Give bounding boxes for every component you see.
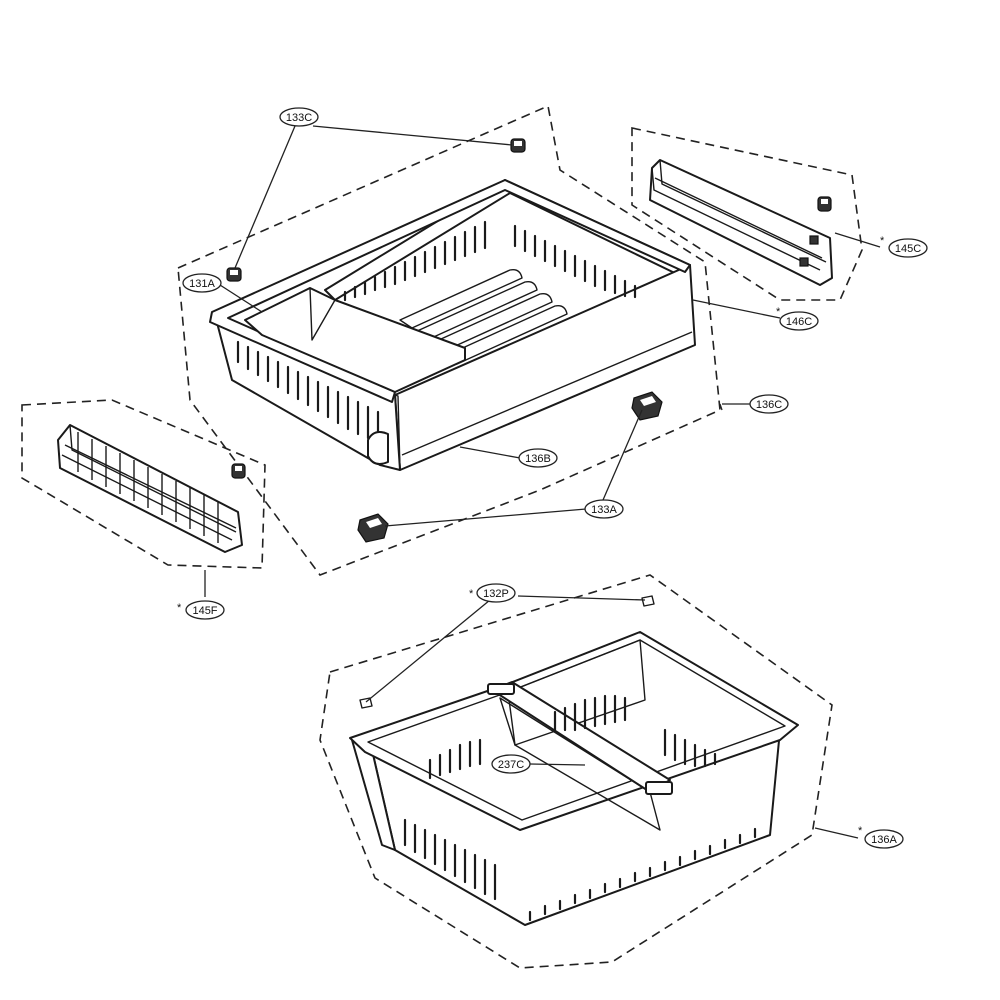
label-tag-132p-left	[359, 697, 373, 709]
clip-145f	[231, 463, 246, 479]
callout-133a: 133A	[584, 499, 624, 519]
star-marker: *	[177, 602, 182, 614]
cover-145f	[57, 424, 243, 553]
group-outline-lower-basket	[319, 574, 833, 969]
callout-label: 133C	[286, 112, 312, 124]
callout-237c: 237C	[491, 754, 531, 774]
callout-label: 132P	[483, 588, 509, 600]
star-marker: *	[858, 825, 863, 837]
star-marker: *	[880, 235, 885, 247]
group-outline-cover	[21, 399, 266, 569]
callout-145f: * 145F	[177, 600, 225, 620]
callout-label: 131A	[189, 278, 215, 290]
callout-136b: 136B	[518, 448, 558, 468]
callout-label: 146C	[786, 316, 812, 328]
group-outline-upper-drawer	[177, 104, 721, 576]
callout-label: 145C	[895, 243, 921, 255]
clip-145c	[817, 196, 832, 212]
lower-basket	[349, 631, 799, 926]
rail-145c	[649, 159, 833, 286]
callout-136a: * 136A	[858, 825, 904, 849]
upper-drawer	[209, 179, 696, 471]
star-marker: *	[469, 588, 474, 600]
clip-133c-upper	[510, 138, 526, 153]
callout-label: 237C	[498, 759, 524, 771]
clip-133a-right	[631, 391, 663, 421]
callout-146c: * 146C	[776, 306, 819, 331]
callout-label: 136A	[871, 834, 897, 846]
callout-label: 136B	[525, 453, 551, 465]
group-outline-rail	[631, 127, 863, 301]
leader-lines	[204, 125, 881, 839]
clip-133c-lower	[226, 267, 242, 282]
callout-label: 133A	[591, 504, 617, 516]
label-tag-132p-right	[641, 595, 655, 607]
callout-132p: * 132P	[469, 583, 516, 603]
callout-133c: 133C	[279, 107, 319, 127]
star-marker: *	[776, 306, 781, 318]
callout-131a: 131A	[182, 273, 222, 293]
callout-label: 136C	[756, 399, 782, 411]
callout-145c: * 145C	[880, 235, 928, 258]
callout-136c: 136C	[749, 394, 789, 414]
clip-133a-left	[357, 513, 389, 543]
callout-label: 145F	[192, 605, 217, 617]
